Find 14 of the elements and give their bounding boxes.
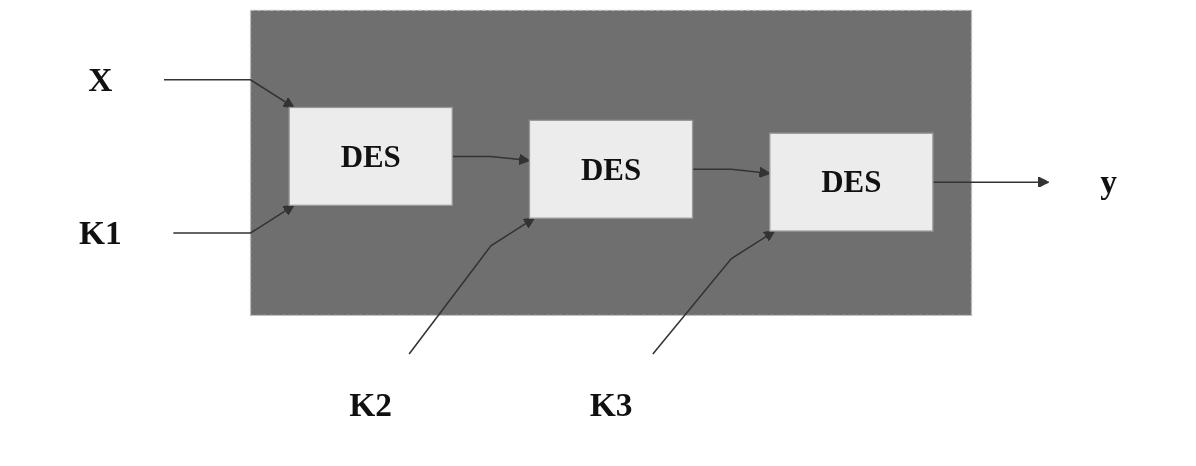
arrow [408,217,535,355]
node-box: DES [528,119,694,219]
cluster [249,9,973,317]
node-text: y [1100,163,1117,201]
node-box: DES [769,132,934,232]
node-text: K3 [589,386,633,424]
arrow [652,230,776,355]
node-text: K2 [349,386,393,424]
node-box: DES [288,106,453,206]
arrow [163,79,295,108]
arrow [932,176,1050,188]
node-text: K1 [79,214,122,252]
arrow [172,204,295,234]
node-text: X [88,61,113,99]
